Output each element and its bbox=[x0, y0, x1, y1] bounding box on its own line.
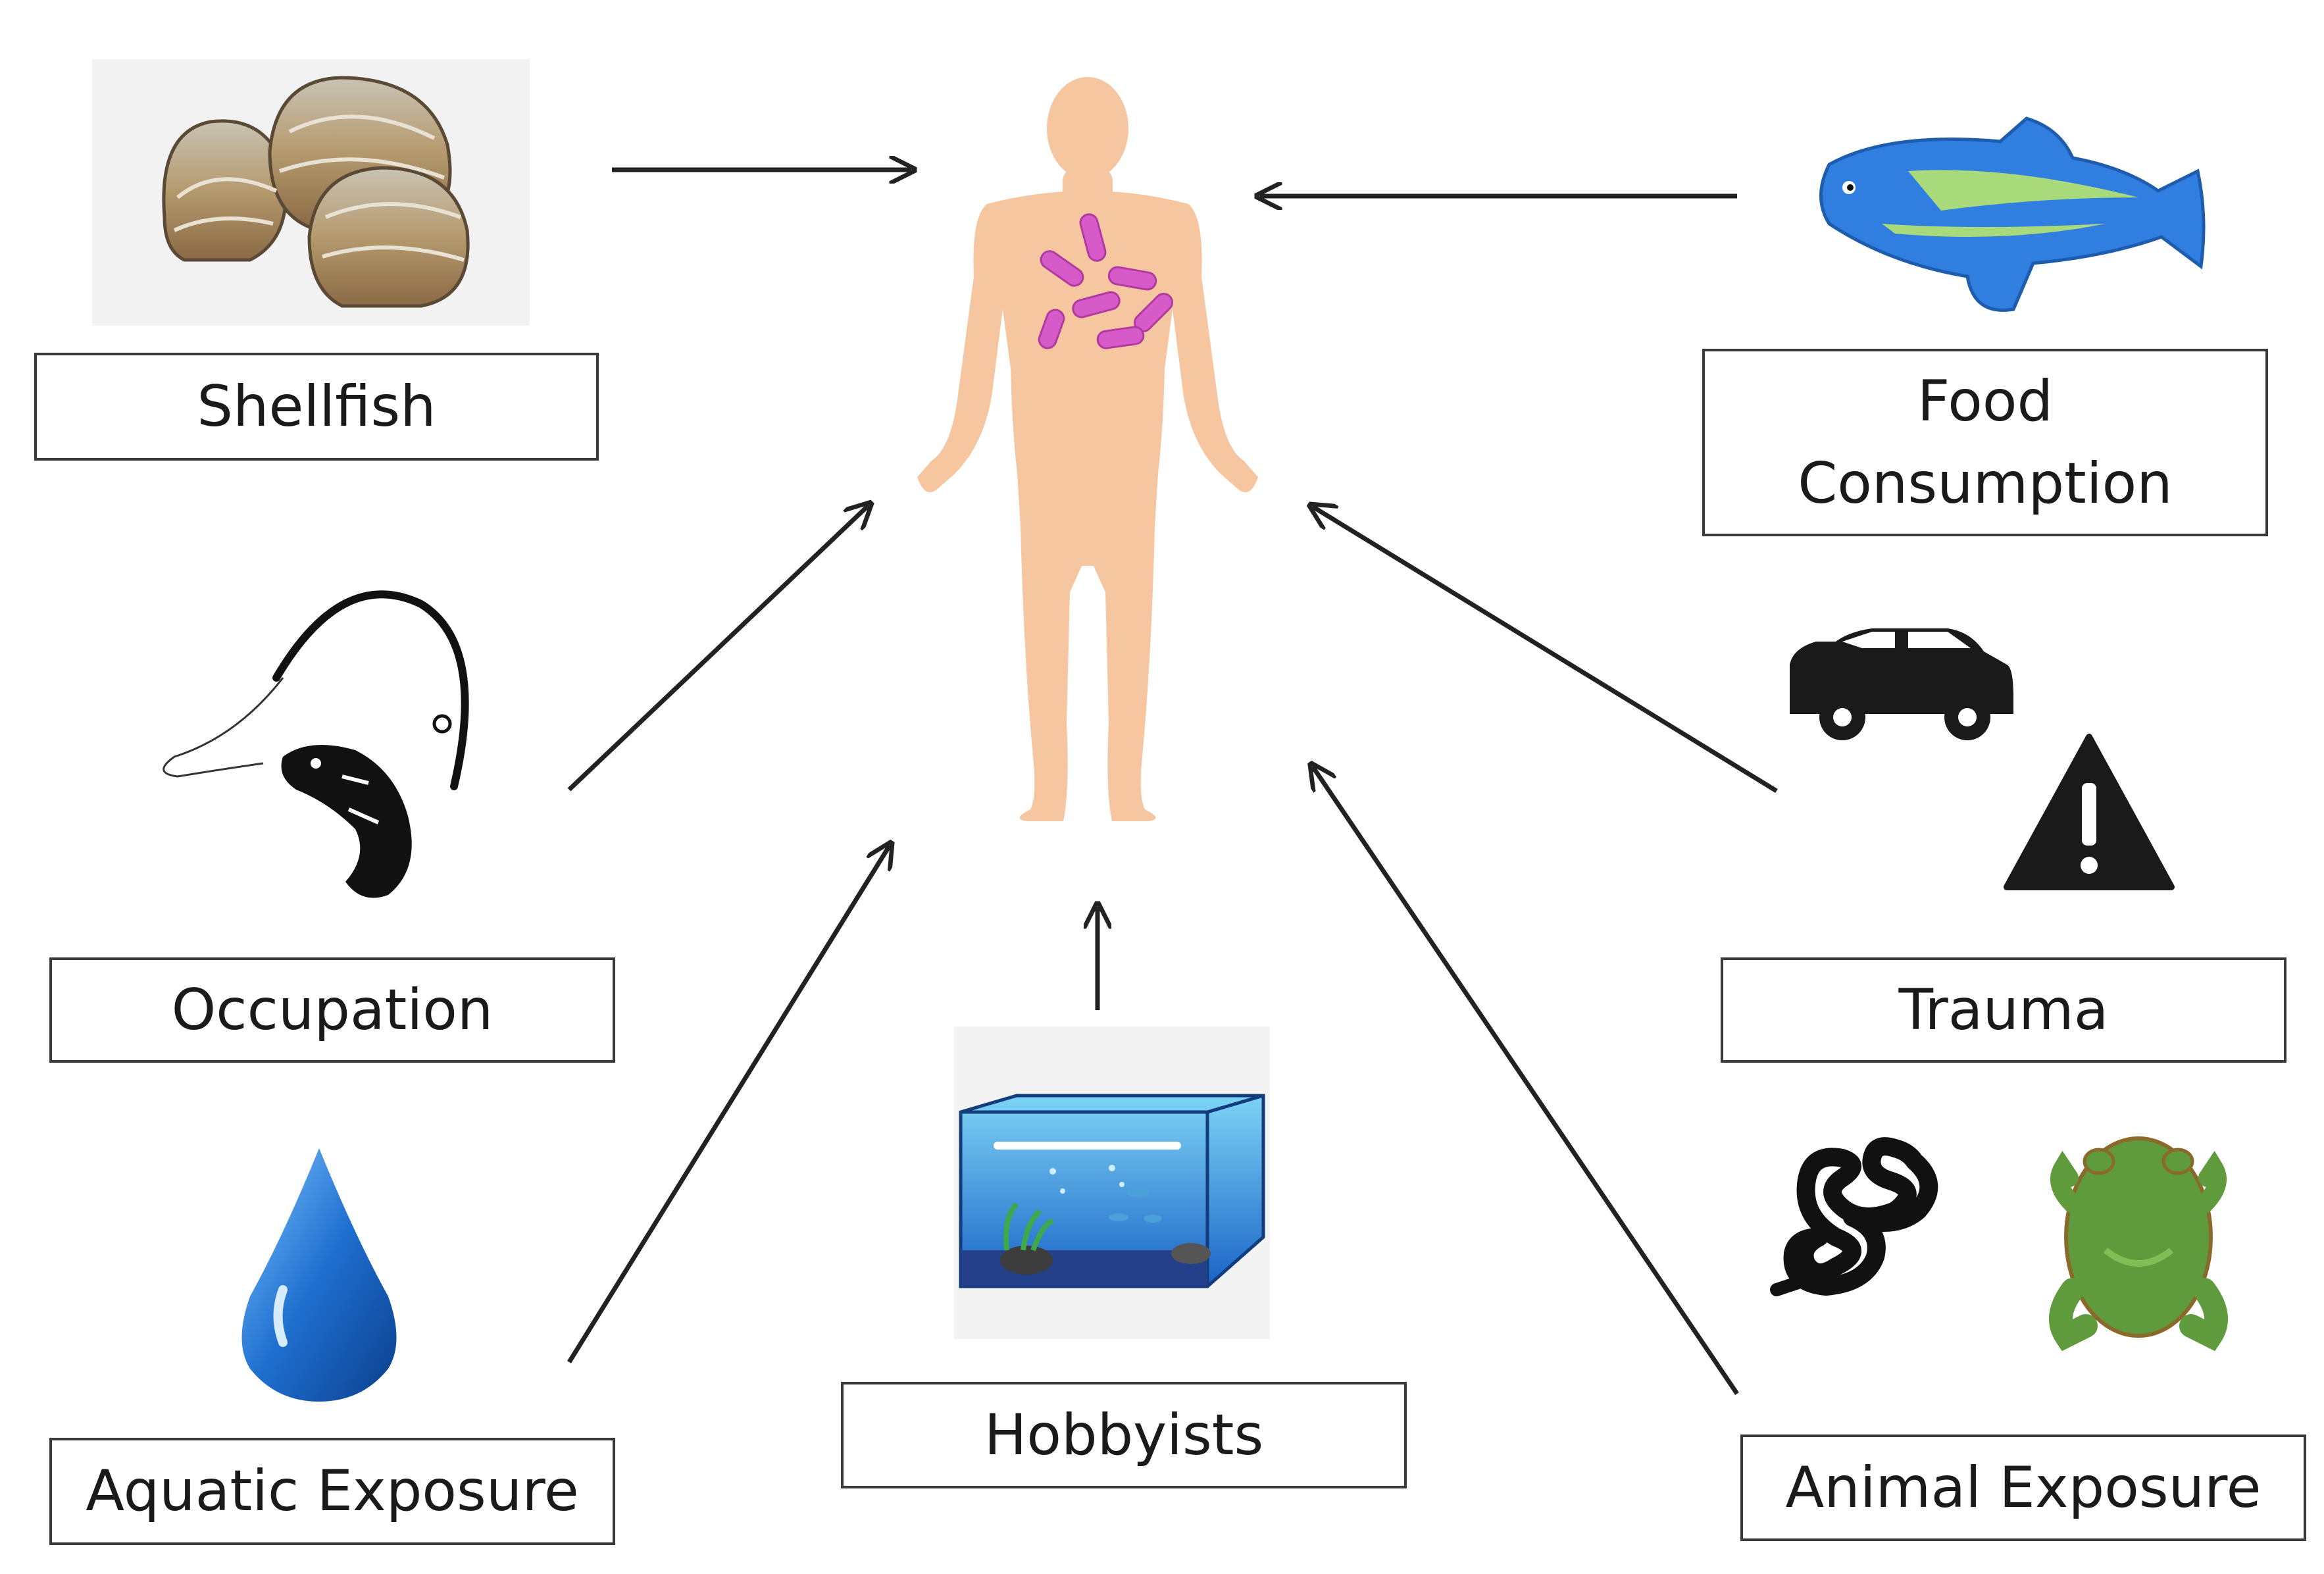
label-food-line-2: Consumption bbox=[1798, 450, 2173, 517]
fishing-rod-fish-icon bbox=[163, 590, 469, 898]
human-body-with-bacteria-icon bbox=[917, 77, 1258, 821]
label-food-consumption: Food Consumption bbox=[1702, 349, 2268, 536]
aquarium-icon bbox=[954, 1027, 1270, 1339]
label-trauma: Trauma bbox=[1721, 957, 2286, 1063]
label-animal-exposure: Animal Exposure bbox=[1740, 1434, 2306, 1541]
car-icon bbox=[1790, 628, 2013, 740]
label-aquatic-exposure: Aquatic Exposure bbox=[49, 1438, 615, 1545]
blue-fish-icon bbox=[1819, 116, 2206, 312]
label-food-line-1: Food bbox=[1917, 368, 2054, 434]
arrows bbox=[567, 170, 1778, 1395]
label-hobbyists: Hobbyists bbox=[841, 1382, 1407, 1488]
arrow-trauma bbox=[1313, 507, 1778, 793]
clam-shells-icon bbox=[92, 59, 530, 326]
arrow-aquatic-exposure bbox=[567, 846, 890, 1363]
frog-icon bbox=[2049, 1136, 2228, 1352]
arrow-occupation bbox=[567, 505, 869, 792]
label-shellfish: Shellfish bbox=[34, 353, 599, 461]
warning-triangle-icon bbox=[2004, 734, 2175, 890]
arrow-animal-exposure bbox=[1313, 767, 1739, 1395]
snake-icon bbox=[1770, 1137, 1938, 1296]
label-occupation: Occupation bbox=[49, 957, 615, 1063]
water-drop-icon bbox=[241, 1148, 397, 1402]
